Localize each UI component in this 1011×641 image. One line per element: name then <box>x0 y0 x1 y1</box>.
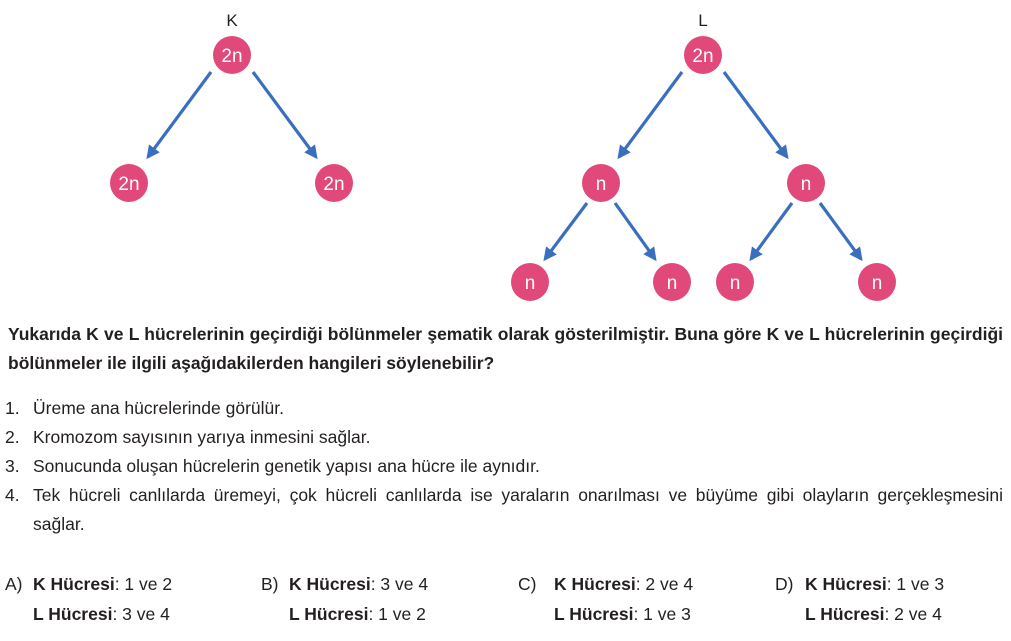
tree-l: L 2n n n n n n <box>511 11 896 301</box>
option-letter: D) <box>775 574 794 594</box>
option-l-value: : 2 ve 4 <box>884 604 942 624</box>
option-l-value: : 3 ve 4 <box>112 604 170 624</box>
node-k-child-1: 2n <box>110 164 148 202</box>
option-l-label: L Hücresi <box>805 604 885 624</box>
option-k-label: K Hücresi <box>805 574 887 594</box>
option-k-value: : 2 ve 4 <box>635 574 694 594</box>
node-l-level2-4: n <box>858 263 896 301</box>
arrow-k-left <box>146 71 213 160</box>
question-text: Yukarıda K ve L hücrelerinin geçirdiği b… <box>8 324 1003 373</box>
statement-item: 4. Tek hücreli canlılarda üremeyi, çok h… <box>5 481 1003 539</box>
option-letter: C) <box>518 574 537 594</box>
option-l-label: L Hücresi <box>554 604 634 624</box>
node-k-root: 2n <box>213 36 251 74</box>
option-b[interactable]: B) K Hücresi: 3 ve 4 L Hücresi: 1 ve 2 <box>261 569 428 629</box>
svg-text:n: n <box>596 174 607 195</box>
option-k-value: : 1 ve 2 <box>114 574 173 594</box>
cell-division-diagram: K 2n 2n 2n L 2n n <box>110 11 896 301</box>
statement-number: 3. <box>5 456 20 476</box>
svg-text:2n: 2n <box>323 174 344 195</box>
statement-item: 2. Kromozom sayısının yarıya inmesini sa… <box>5 423 1003 452</box>
statement-text: Üreme ana hücrelerinde görülür. <box>33 398 284 418</box>
node-l-level1-1: n <box>582 164 620 202</box>
statement-list: 1. Üreme ana hücrelerinde görülür. 2. Kr… <box>5 394 1003 539</box>
svg-text:n: n <box>667 273 678 294</box>
option-k-value: : 3 ve 4 <box>370 574 429 594</box>
statement-item: 3. Sonucunda oluşan hücrelerin genetik y… <box>5 452 1003 481</box>
option-l-value: : 1 ve 3 <box>633 604 691 624</box>
node-k-child-2: 2n <box>315 164 353 202</box>
option-d[interactable]: D) K Hücresi: 1 ve 3 L Hücresi: 2 ve 4 <box>775 569 944 629</box>
tree-l-label: L <box>698 11 707 30</box>
svg-text:2n: 2n <box>692 46 713 67</box>
option-a[interactable]: A) K Hücresi: 1 ve 2 L Hücresi: 3 ve 4 <box>5 569 172 629</box>
option-l-value: : 1 ve 2 <box>368 604 426 624</box>
option-l-label: L Hücresi <box>33 604 113 624</box>
svg-text:n: n <box>801 174 812 195</box>
arrow-l-right-left <box>749 202 794 262</box>
statement-text: Tek hücreli canlılarda üremeyi, çok hücr… <box>33 485 1003 534</box>
option-k-label: K Hücresi <box>554 574 636 594</box>
option-letter: A) <box>5 574 23 594</box>
svg-text:n: n <box>525 273 536 294</box>
node-l-level2-3: n <box>716 263 754 301</box>
tree-k-label: K <box>226 11 238 30</box>
arrow-l-left-right <box>613 202 657 262</box>
svg-text:n: n <box>872 273 883 294</box>
arrow-k-right <box>251 71 318 160</box>
svg-text:2n: 2n <box>118 174 139 195</box>
node-l-level2-1: n <box>511 263 549 301</box>
arrow-l-root-left <box>617 71 684 160</box>
option-k-value: : 1 ve 3 <box>886 574 945 594</box>
tree-k: K 2n 2n 2n <box>110 11 353 202</box>
arrow-l-root-right <box>722 71 789 160</box>
arrow-l-left-left <box>543 202 589 262</box>
statement-number: 2. <box>5 427 20 447</box>
node-l-root: 2n <box>684 36 722 74</box>
option-c[interactable]: C) K Hücresi: 2 ve 4 L Hücresi: 1 ve 3 <box>518 569 693 629</box>
node-l-level2-2: n <box>653 263 691 301</box>
arrow-l-right-right <box>818 202 863 262</box>
statement-text: Kromozom sayısının yarıya inmesini sağla… <box>33 427 371 447</box>
option-k-label: K Hücresi <box>33 574 115 594</box>
statement-text: Sonucunda oluşan hücrelerin genetik yapı… <box>33 456 540 476</box>
svg-text:n: n <box>730 273 741 294</box>
statement-item: 1. Üreme ana hücrelerinde görülür. <box>5 394 1003 423</box>
option-l-label: L Hücresi <box>289 604 369 624</box>
svg-text:2n: 2n <box>221 46 242 67</box>
statement-number: 1. <box>5 398 20 418</box>
node-l-level1-2: n <box>787 164 825 202</box>
statement-number: 4. <box>5 485 20 505</box>
option-letter: B) <box>261 574 279 594</box>
option-k-label: K Hücresi <box>289 574 371 594</box>
